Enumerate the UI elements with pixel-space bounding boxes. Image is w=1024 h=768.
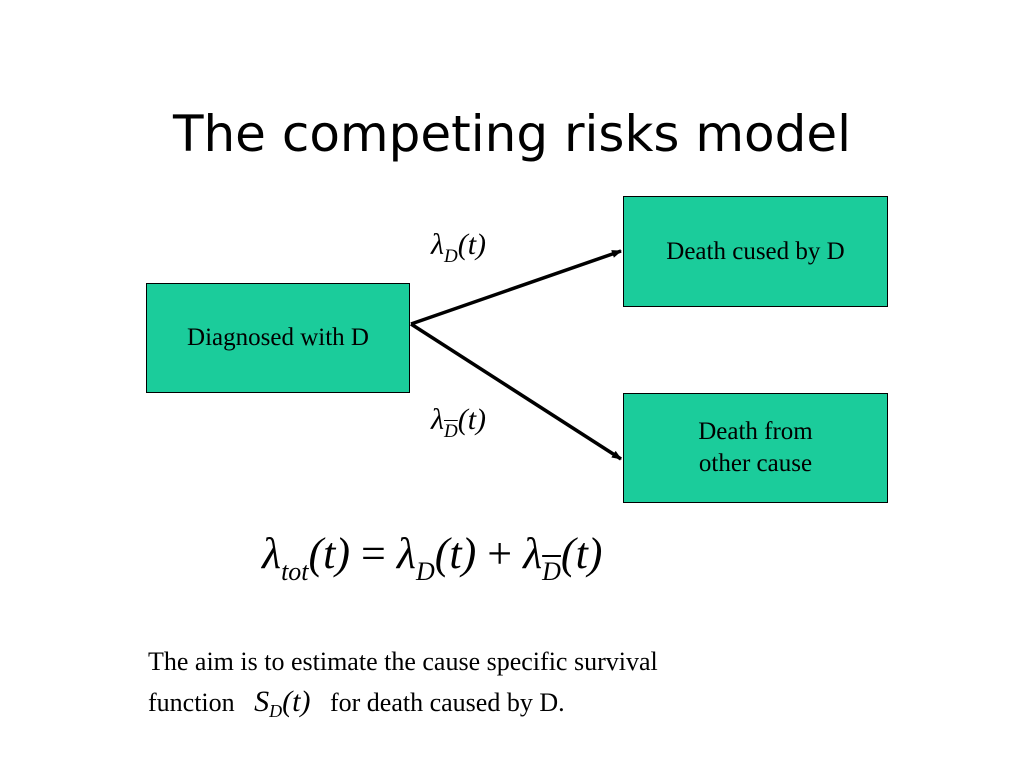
edge-label-rate-d: λD(t) (431, 228, 486, 268)
arrow-to-death-by-d (410, 249, 622, 326)
lambda-symbol: λ (431, 403, 444, 436)
lambda-symbol: λ (431, 228, 444, 261)
eq-term2-sub: D (542, 557, 561, 586)
aim-prefix: function (148, 688, 235, 717)
edge-label-arg: (t) (457, 228, 487, 261)
slide-title: The competing risks model (172, 105, 852, 163)
edge-label-arg: (t) (457, 403, 487, 436)
eq-term1-symbol: λ (396, 529, 416, 578)
aim-line1: The aim is to estimate the cause specifi… (148, 647, 658, 676)
eq-lhs-symbol: λ (262, 529, 282, 578)
eq-term1-arg: (t) (434, 529, 477, 578)
eq-plus: + (487, 529, 513, 578)
survival-function: SD(t) (254, 685, 311, 721)
node-death-by-d-label: Death cused by D (666, 237, 845, 265)
eq-term2-symbol: λ (523, 529, 543, 578)
survival-arg: (t) (282, 685, 311, 718)
eq-term1-sub: D (415, 557, 435, 586)
aim-paragraph: The aim is to estimate the cause specifi… (148, 642, 868, 731)
node-death-by-d: Death cused by D (623, 196, 888, 307)
node-death-other-line2: other cause (698, 450, 813, 477)
survival-symbol: S (254, 685, 270, 718)
node-death-other-line1: Death from (698, 418, 813, 445)
eq-equals: = (361, 529, 386, 578)
arrow-to-death-other (410, 322, 622, 461)
survival-sub: D (269, 701, 283, 721)
eq-lhs-arg: (t) (308, 529, 351, 578)
hazard-equation: λtot(t) = λD(t) + λD(t) (262, 528, 602, 587)
eq-lhs-sub: tot (281, 557, 309, 586)
edge-label-sub: D (444, 246, 458, 267)
edge-label-rate-other: λD(t) (431, 403, 486, 443)
edge-label-sub-overline: D (444, 421, 458, 442)
aim-suffix: for death caused by D. (329, 688, 565, 717)
node-diagnosed-label: Diagnosed with D (187, 324, 369, 351)
node-diagnosed: Diagnosed with D (146, 283, 410, 393)
node-death-other: Death from other cause (623, 393, 888, 503)
eq-term2-arg: (t) (560, 529, 603, 578)
